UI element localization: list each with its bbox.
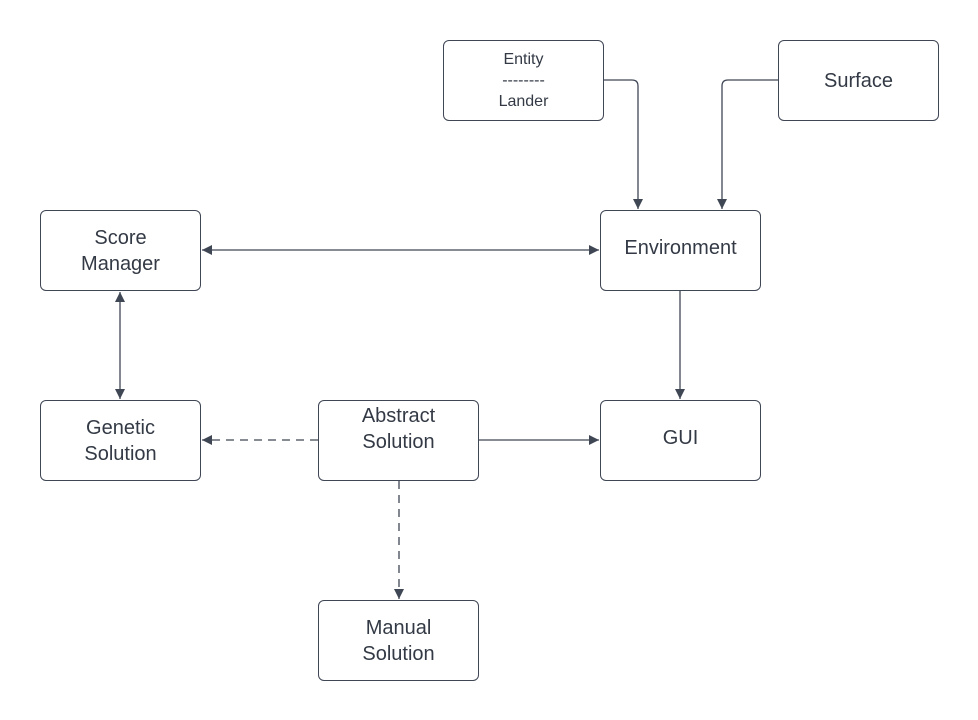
node-score-manager: Score Manager — [40, 210, 201, 291]
node-surface-label: Surface — [824, 69, 893, 92]
node-score-manager-label-line1: Score — [94, 226, 147, 249]
node-abstract-solution-label-line1: Abstract — [361, 405, 436, 427]
node-surface: Surface — [778, 40, 939, 121]
node-entity-sublabel: Lander — [498, 93, 549, 110]
node-score-manager-label-line2: Manager — [81, 252, 160, 275]
node-manual-solution-label-line2: Solution — [362, 642, 435, 665]
node-genetic-solution-label-line2: Solution — [84, 442, 157, 465]
node-manual-solution-label-line1: Manual — [365, 616, 432, 639]
node-manual-solution: Manual Solution — [318, 600, 479, 681]
node-environment: Environment — [600, 210, 761, 291]
node-genetic-solution: Genetic Solution — [40, 400, 201, 481]
edge-entity-to-environment — [604, 79, 643, 209]
node-abstract-solution: Abstract Solution — [318, 400, 479, 481]
node-abstract-solution-label-line2: Solution — [362, 431, 435, 453]
node-entity-divider: -------- — [502, 72, 545, 89]
node-gui-label: GUI — [662, 427, 699, 449]
node-environment-label: Environment — [624, 237, 737, 259]
node-entity-lander: Entity -------- Lander — [443, 40, 604, 121]
node-entity-label: Entity — [503, 51, 544, 68]
node-gui: GUI — [600, 400, 761, 481]
edge-surface-to-environment — [717, 79, 778, 209]
node-genetic-solution-label-line1: Genetic — [86, 416, 155, 439]
